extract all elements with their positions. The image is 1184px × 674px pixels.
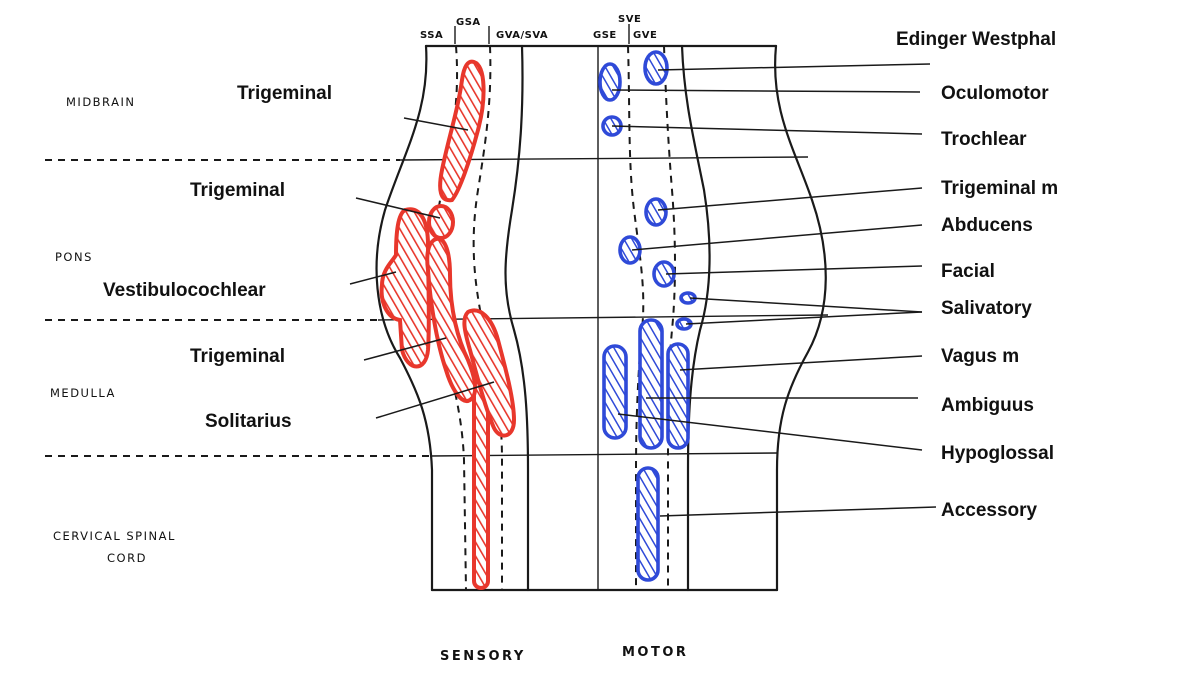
header-sve: SVE: [618, 14, 641, 25]
label-vagus-m: Vagus m: [941, 346, 1019, 367]
region-labels: MIDBRAIN PONS MEDULLA CERVICAL SPINAL CO…: [50, 95, 176, 565]
region-medulla: MEDULLA: [50, 386, 116, 400]
motor-nuclei: [598, 50, 697, 582]
nucleus-vestibulocochlear: [379, 207, 431, 369]
nucleus-vagus-motor: [666, 342, 690, 450]
label-trigeminal-medulla: Trigeminal: [190, 346, 285, 367]
leader-lines: [349, 63, 937, 517]
label-vestibulocochlear: Vestibulocochlear: [103, 280, 266, 301]
region-midbrain: MIDBRAIN: [66, 95, 135, 109]
header-gsa: GSA: [456, 17, 481, 28]
sensory-labels: Trigeminal Trigeminal Vestibulocochlear …: [103, 83, 332, 432]
header-gve: GVE: [633, 30, 657, 41]
label-abducens: Abducens: [941, 215, 1033, 236]
footer-sensory: SENSORY: [440, 649, 526, 664]
nucleus-accessory: [636, 466, 660, 582]
label-salivatory: Salivatory: [941, 298, 1032, 319]
label-trochlear: Trochlear: [941, 129, 1027, 150]
nucleus-oculomotor: [598, 62, 622, 102]
label-ambiguus: Ambiguus: [941, 395, 1034, 416]
header-ssa: SSA: [420, 30, 443, 41]
label-trigeminal-midbrain: Trigeminal: [237, 83, 332, 104]
footer-motor: MOTOR: [622, 645, 688, 660]
label-accessory: Accessory: [941, 500, 1038, 521]
nucleus-ambiguus: [638, 318, 664, 450]
label-solitarius: Solitarius: [205, 411, 292, 432]
nucleus-solitarius: [462, 308, 517, 438]
region-spinal-cord-line2: CORD: [107, 551, 147, 565]
label-trigeminal-pons: Trigeminal: [190, 180, 285, 201]
label-oculomotor: Oculomotor: [941, 83, 1049, 104]
nucleus-trigeminal-motor: [644, 197, 668, 227]
column-headers: SSA GSA GVA/SVA GSE SVE GVE: [420, 14, 657, 44]
nucleus-hypoglossal: [602, 344, 628, 440]
region-pons: PONS: [55, 250, 93, 264]
nucleus-trigeminal-mesencephalic: [438, 59, 486, 203]
nucleus-trigeminal-principal: [425, 236, 477, 403]
label-edinger-westphal: Edinger Westphal: [896, 29, 1056, 50]
label-facial: Facial: [941, 261, 995, 282]
label-hypoglossal: Hypoglossal: [941, 443, 1054, 464]
sensory-nuclei: [379, 59, 517, 590]
motor-labels: Edinger Westphal Oculomotor Trochlear Tr…: [896, 29, 1058, 521]
header-gva-sva: GVA/SVA: [496, 30, 548, 41]
nucleus-edinger-westphal: [643, 50, 669, 86]
nucleus-trigeminal-pons: [427, 204, 455, 240]
region-spinal-cord-line1: CERVICAL SPINAL: [53, 529, 176, 543]
footer-labels: SENSORY MOTOR: [440, 645, 688, 664]
header-gse: GSE: [593, 30, 617, 41]
label-trigeminal-m: Trigeminal m: [941, 178, 1058, 199]
